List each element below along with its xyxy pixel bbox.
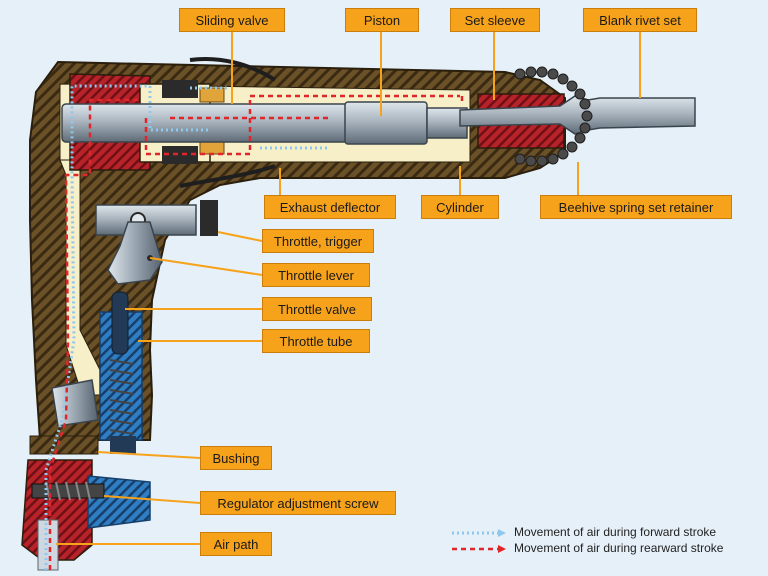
label-beehive-retainer: Beehive spring set retainer <box>540 195 732 219</box>
label-throttle-tube: Throttle tube <box>262 329 370 353</box>
label-throttle-valve: Throttle valve <box>262 297 372 321</box>
throttle-trigger <box>200 200 218 236</box>
throttle-tube-plug <box>110 436 136 454</box>
legend-forward-label: Movement of air during forward stroke <box>514 525 717 539</box>
legend-rearward-swatch <box>452 544 506 553</box>
label-bushing: Bushing <box>200 446 272 470</box>
label-exhaust-deflector: Exhaust deflector <box>264 195 396 219</box>
label-cylinder: Cylinder <box>421 195 499 219</box>
label-regulator-screw: Regulator adjustment screw <box>200 491 396 515</box>
label-sliding-valve: Sliding valve <box>179 8 285 32</box>
exhaust-deflector-top <box>189 57 277 82</box>
throttle-lever <box>107 221 163 285</box>
air-inlet <box>37 519 59 571</box>
legend-forward-swatch <box>452 528 506 537</box>
label-blank-rivet-set: Blank rivet set <box>583 8 697 32</box>
sliding-valve-band-top <box>199 87 225 103</box>
beehive-spring <box>514 66 593 167</box>
label-throttle-trigger: Throttle, trigger <box>262 229 374 253</box>
sliding-valve-cap-bottom <box>162 146 198 164</box>
leader-lines <box>56 32 641 545</box>
exhaust-deflector-bottom <box>179 164 276 188</box>
rearward-air-flow <box>48 94 464 570</box>
piston-head <box>344 101 428 145</box>
label-piston: Piston <box>345 8 419 32</box>
sliding-valve-cap-top <box>162 80 198 98</box>
bushing-block <box>29 435 99 455</box>
legend-rearward-label: Movement of air during rearward stroke <box>514 541 724 555</box>
throttle-spring <box>109 359 135 435</box>
throttle-valve-stem <box>111 291 129 355</box>
piston-shaft <box>61 103 353 143</box>
label-throttle-lever: Throttle lever <box>262 263 370 287</box>
legend-forward: Movement of air during forward stroke <box>450 524 716 540</box>
label-set-sleeve: Set sleeve <box>450 8 540 32</box>
label-air-path: Air path <box>200 532 272 556</box>
handle-elbow <box>51 379 99 427</box>
forward-air-flow <box>44 84 330 570</box>
legend-rearward: Movement of air during rearward stroke <box>450 540 723 556</box>
